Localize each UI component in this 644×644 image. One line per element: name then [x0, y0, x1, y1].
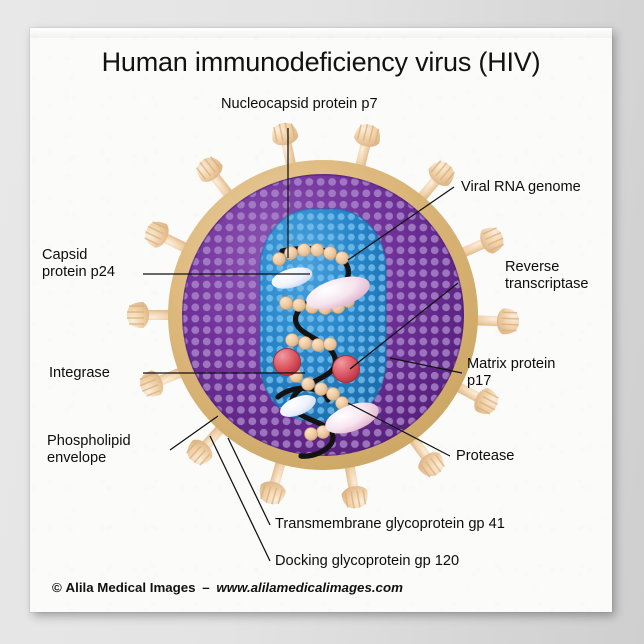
- protease-molecules: [306, 276, 379, 434]
- leader-protease: [347, 402, 451, 457]
- leader-gp41: [227, 437, 271, 526]
- label-docking-glycoprotein-gp120: Docking glycoprotein gp 120: [275, 553, 460, 569]
- leader-lines: [143, 128, 463, 562]
- label-matrix-protein-p17: Matrix protein p17: [467, 356, 556, 390]
- leader-gp120: [209, 435, 271, 562]
- label-nucleocapsid-protein-p7: Nucleocapsid protein p7: [221, 96, 378, 112]
- reverse-transcriptase-molecules: [273, 348, 360, 383]
- credit-line: © Alila Medical Images – www.alilamedica…: [52, 580, 403, 595]
- label-viral-rna-genome: Viral RNA genome: [461, 179, 581, 195]
- leader-matrix: [389, 357, 463, 374]
- credit-url[interactable]: www.alilamedicalimages.com: [216, 580, 403, 595]
- label-integrase: Integrase: [49, 365, 110, 381]
- leader-phospholipid: [169, 415, 219, 451]
- credit-separator: –: [202, 580, 210, 595]
- copyright-symbol: ©: [52, 580, 62, 595]
- label-phospholipid-envelope: Phospholipid envelope: [47, 433, 131, 467]
- credit-author: Alila Medical Images: [65, 580, 196, 595]
- label-transmembrane-glycoprotein-gp41: Transmembrane glycoprotein gp 41: [275, 516, 505, 532]
- capsid-outline: [259, 208, 387, 422]
- label-capsid-protein-p24: Capsid protein p24: [42, 247, 116, 281]
- poster-top-sheen: [30, 28, 612, 38]
- page-title: Human immunodeficiency virus (HIV): [101, 47, 541, 77]
- leader-reverse-transcriptase: [349, 282, 459, 370]
- integrase-molecules: [271, 267, 316, 417]
- label-reverse-transcriptase: Reverse transcriptase: [505, 259, 589, 293]
- leader-viral-rna: [347, 186, 455, 261]
- label-protease: Protease: [456, 448, 515, 464]
- poster-sheet: Human immunodeficiency virus (HIV): [30, 28, 612, 612]
